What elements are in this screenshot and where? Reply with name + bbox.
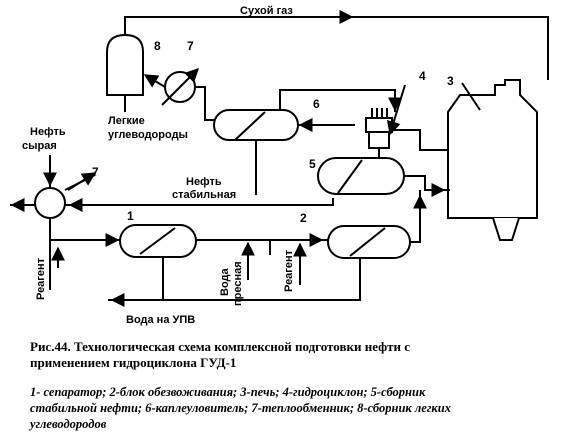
crude-oil-label-line2: сырая (22, 140, 57, 152)
number-2: 2 (300, 211, 307, 225)
number-4: 4 (419, 69, 426, 83)
stable-oil-collector-5 (317, 157, 405, 195)
stable-oil-label-line2: стабильная (172, 189, 236, 201)
number-7-top: 7 (187, 39, 194, 53)
stable-oil-label: Нефть (186, 176, 222, 188)
drop-catcher-6 (213, 109, 299, 141)
hydrocyclone-4 (365, 117, 393, 133)
figure-legend: 1- сепаратор; 2-блок обезвоживания; 3-пе… (30, 384, 565, 432)
number-3: 3 (447, 74, 454, 88)
reagent-left-label: Реагент (35, 257, 47, 300)
crude-oil-label: Нефть (30, 126, 66, 138)
number-5: 5 (309, 157, 316, 171)
light-hydrocarbons-label-line2: углеводороды (108, 129, 188, 141)
legend-line: 1- сепаратор; 2-блок обезвоживания; 3-пе… (30, 385, 426, 399)
light-hydrocarbons-label: Легкие (108, 115, 145, 127)
light-hydrocarbon-collector-8 (106, 33, 144, 96)
legend-line: стабильной нефти; 6-каплеуловитель; 7-те… (30, 401, 451, 415)
water-to-upv-label: Вода на УПВ (126, 314, 195, 326)
number-1: 1 (127, 209, 134, 223)
number-7-left: 7 (92, 165, 99, 179)
reagent-right-label: Реагент (283, 249, 295, 292)
number-6: 6 (313, 97, 320, 111)
process-flow-diagram: Сухой газ Нефть сырая Легкие углеводород… (10, 5, 549, 326)
heat-exchanger-7-top-arrow (161, 68, 199, 106)
caption-line: применением гидроциклона ГУД-1 (30, 355, 237, 370)
figure-caption: Рис.44. Технологическая схема комплексно… (30, 339, 560, 371)
fresh-water-label: Вода (219, 267, 231, 296)
caption-line: Рис.44. Технологическая схема комплексно… (30, 339, 411, 354)
legend-line: углеводородов (30, 417, 107, 431)
fresh-water-label-line2: пресная (232, 261, 244, 306)
number-8: 8 (154, 39, 161, 53)
dry-gas-label: Сухой газ (240, 5, 293, 17)
heat-exchanger-7-left (34, 187, 66, 219)
furnace-3 (447, 79, 538, 219)
